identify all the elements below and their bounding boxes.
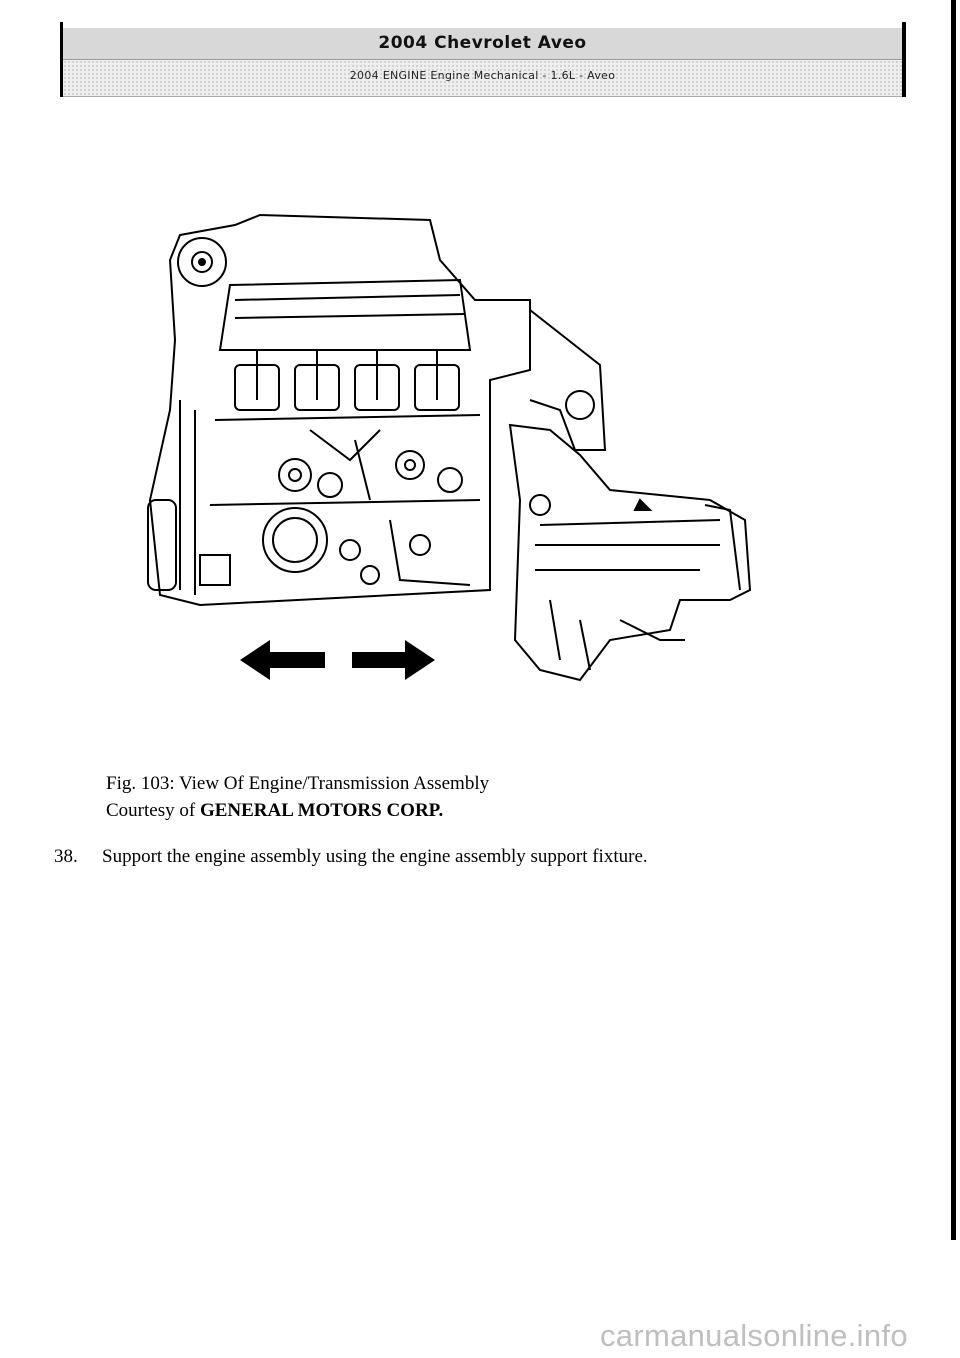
engine-transmission-figure [147, 213, 752, 682]
engine-transmission-assembly-illustration [147, 213, 752, 682]
step-number: 38. [54, 846, 78, 867]
page-right-rule [951, 0, 956, 1240]
figure-caption: Fig. 103: View Of Engine/Transmission As… [106, 770, 489, 824]
header-subtitle-band [63, 60, 902, 97]
step-text: Support the engine assembly using the en… [102, 846, 648, 867]
left-arrow-icon [240, 640, 325, 680]
document-subtitle: 2004 ENGINE Engine Mechanical - 1.6L - A… [349, 69, 616, 82]
courtesy-company: GENERAL MOTORS CORP. [199, 800, 444, 821]
page-header: 2004 Chevrolet Aveo 2004 ENGINE Engine M… [63, 28, 902, 97]
header-border-left [60, 22, 63, 97]
header-border-right [902, 22, 906, 97]
right-arrow-icon [352, 640, 435, 680]
site-watermark: carmanualsonline.info [600, 1318, 908, 1353]
courtesy-line: Courtesy of GENERAL MOTORS CORP. [106, 797, 489, 824]
courtesy-prefix: Courtesy of [106, 800, 200, 821]
procedure-step: 38. Support the engine assembly using the… [54, 846, 648, 868]
figure-label: Fig. 103: View Of Engine/Transmission As… [106, 773, 490, 794]
document-title: 2004 Chevrolet Aveo [378, 33, 587, 53]
header-title-band [63, 28, 902, 60]
direction-arrows [240, 640, 435, 680]
